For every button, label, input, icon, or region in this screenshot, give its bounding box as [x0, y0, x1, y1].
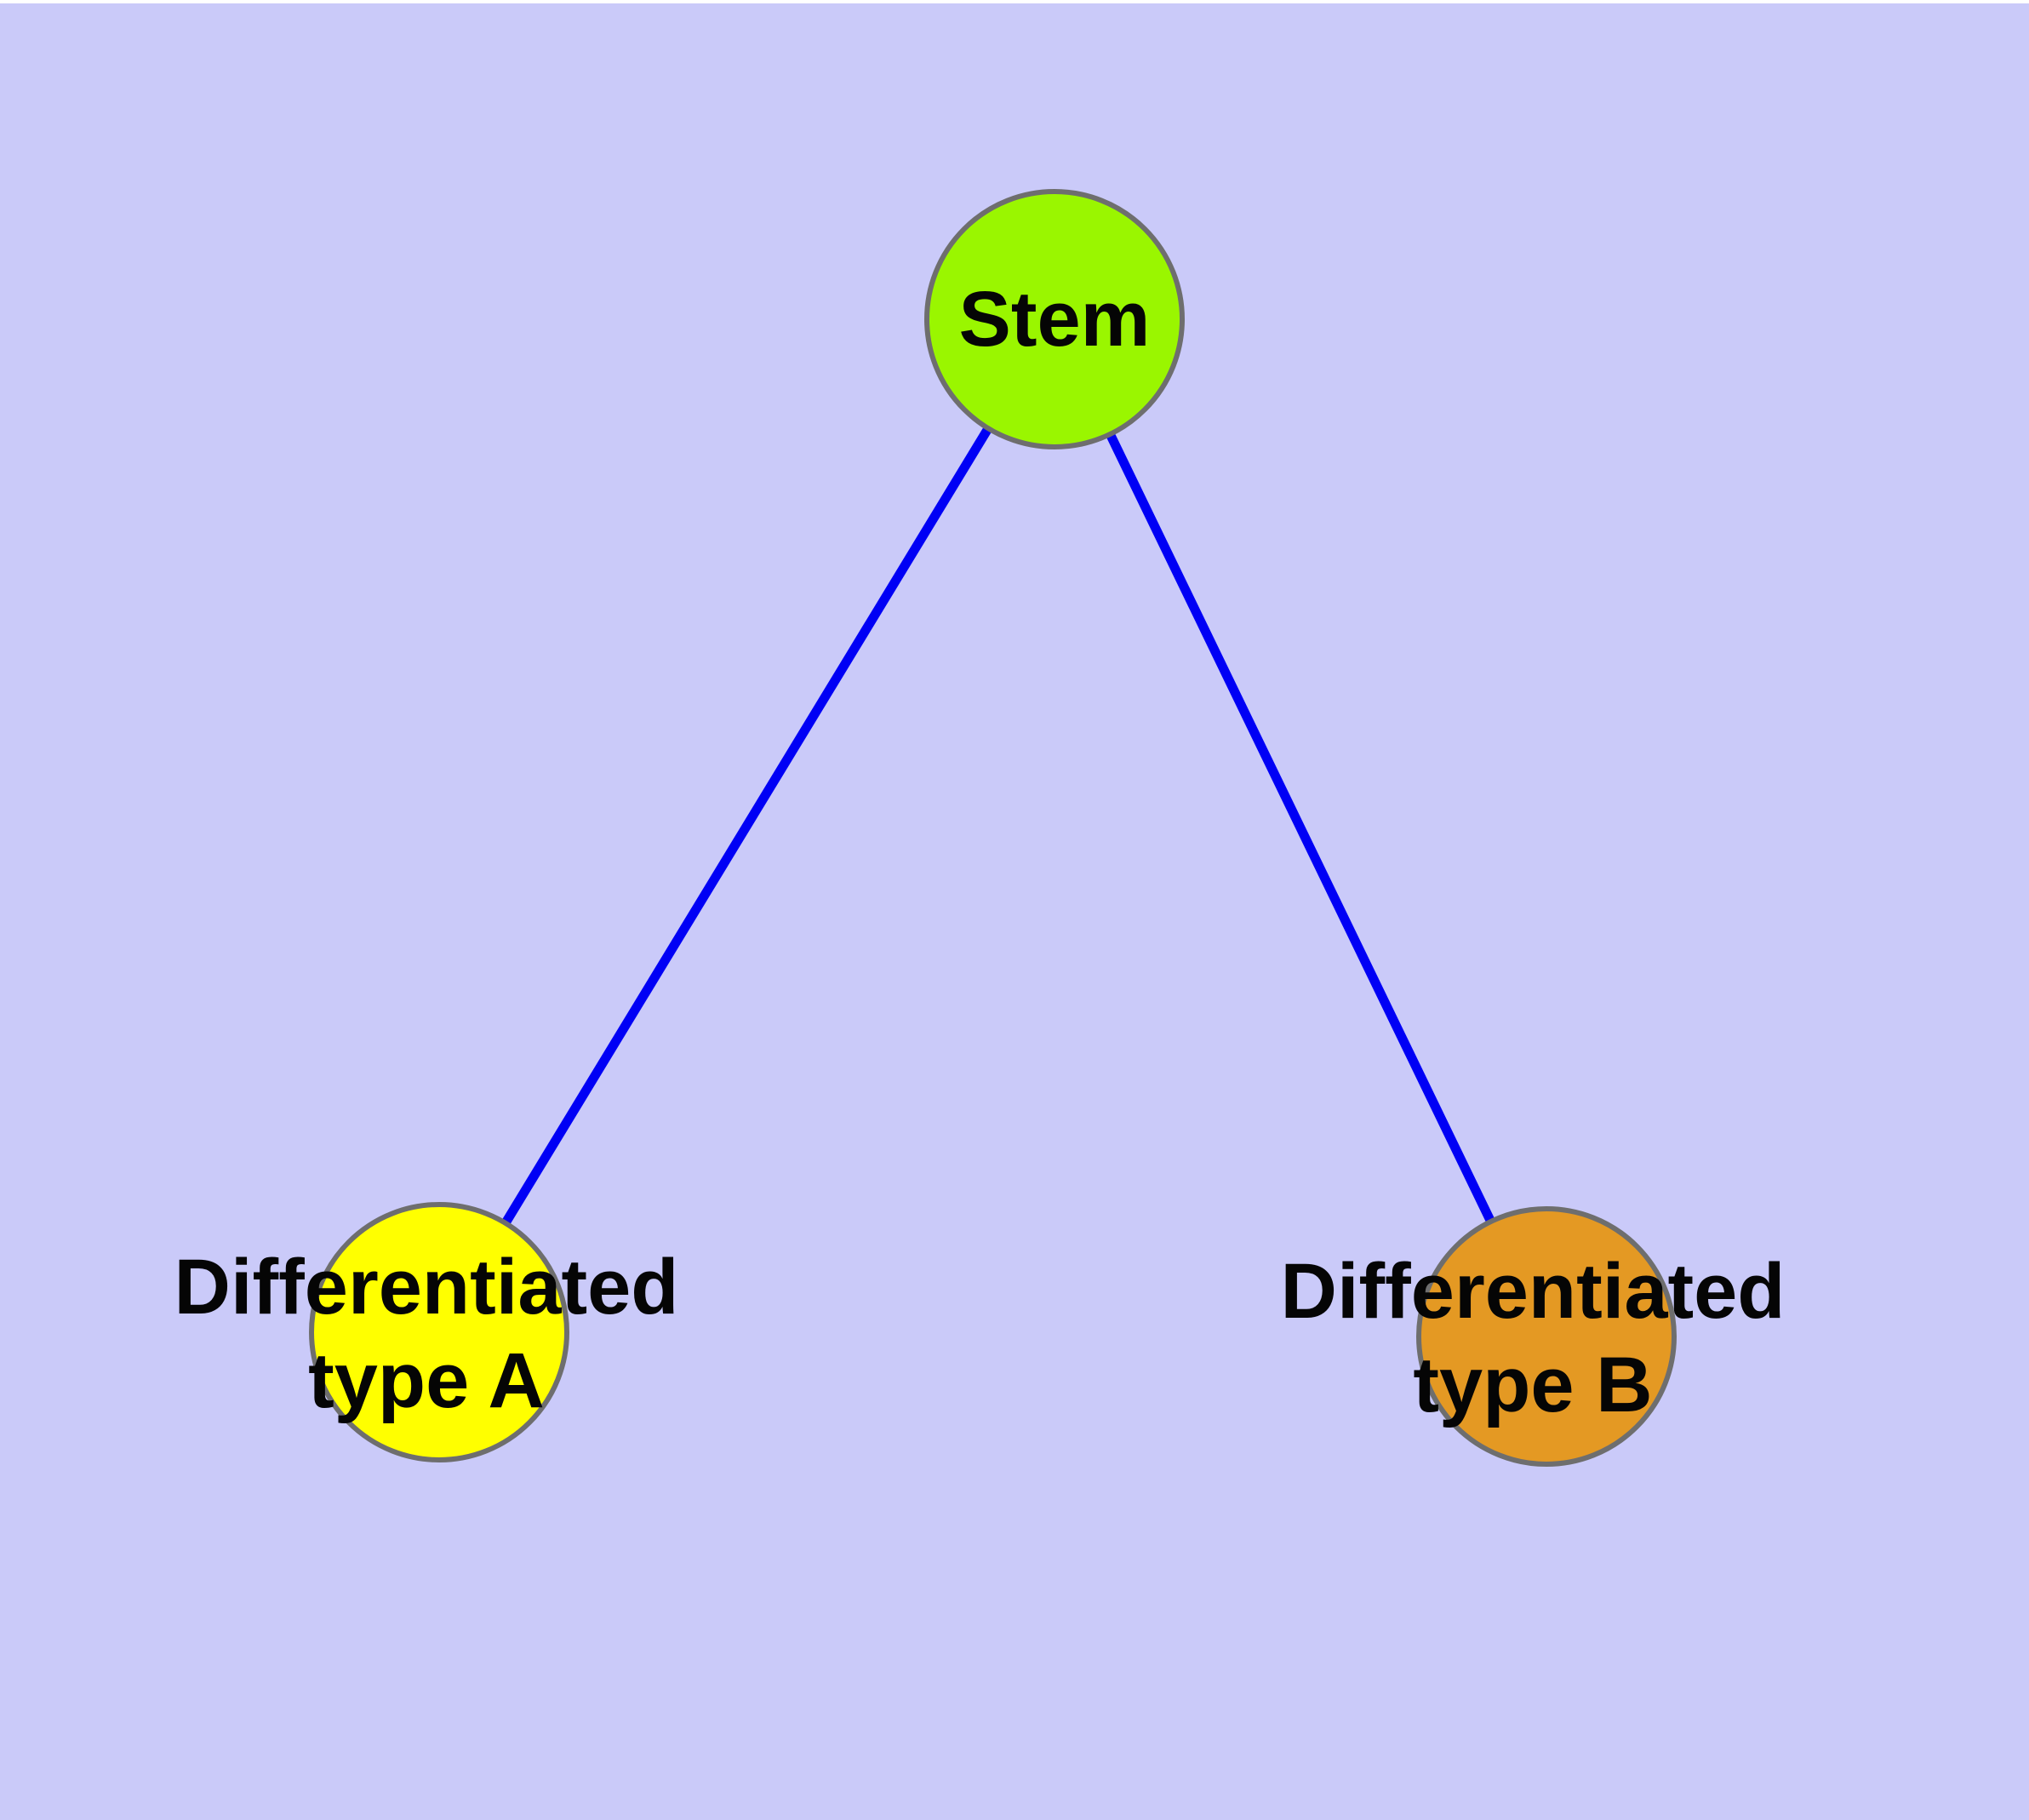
node-differentiated-type-a[interactable] — [309, 1202, 569, 1462]
node-differentiated-type-b[interactable] — [1416, 1206, 1677, 1467]
node-label-differentiated-type-a: Differentiated type A — [86, 1240, 767, 1428]
edge-stem-to-type-b — [1050, 317, 1551, 1339]
node-stem[interactable] — [924, 189, 1185, 449]
node-label-stem-text: Stem — [958, 276, 1151, 363]
node-label-stem: Stem — [799, 272, 1310, 366]
edge-stem-to-type-a — [435, 317, 1059, 1335]
node-label-type-a-line2: type A — [308, 1337, 545, 1424]
node-label-type-b-line2: type B — [1413, 1342, 1653, 1428]
node-label-type-a-line1: Differentiated — [174, 1244, 679, 1331]
node-label-differentiated-type-b: Differentiated type B — [1192, 1245, 1873, 1432]
node-label-type-b-line1: Differentiated — [1280, 1248, 1786, 1335]
